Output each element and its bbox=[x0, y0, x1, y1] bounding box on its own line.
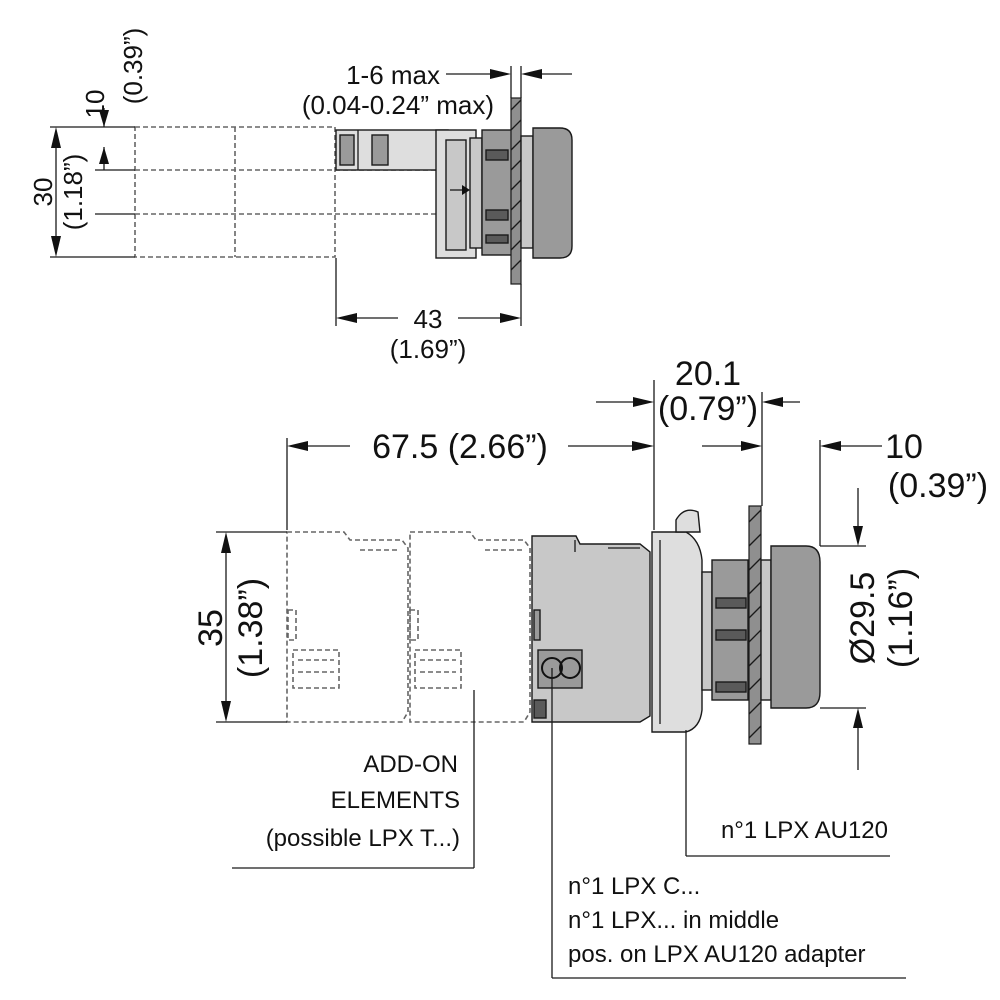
side-view: 67.5 (2.66”) 20.1 (0.79”) 10 (0.39”) 35 … bbox=[192, 355, 988, 979]
leader-lines bbox=[232, 668, 906, 979]
side-adapter-inch: (0.79”) bbox=[658, 390, 758, 428]
callout-addon-line-3: (possible LPX T...) bbox=[266, 825, 460, 852]
side-height-mm: 35 bbox=[192, 609, 230, 647]
callout-contact-line-3: pos. on LPX AU120 adapter bbox=[568, 941, 866, 968]
side-view-dim-adapter bbox=[596, 392, 800, 506]
side-view-panel bbox=[748, 505, 762, 745]
side-total-length: 67.5 (2.66”) bbox=[372, 428, 548, 466]
side-view-button-head bbox=[760, 545, 821, 709]
side-view-addon-1 bbox=[286, 531, 409, 723]
side-view-dim-head-depth bbox=[702, 440, 882, 546]
side-height-inch: (1.38”) bbox=[232, 578, 270, 678]
top-view-dim-height bbox=[50, 126, 135, 258]
side-adapter-mm: 20.1 bbox=[675, 355, 741, 393]
top-depth-inch: (1.69”) bbox=[390, 334, 467, 364]
side-diameter-inch: (1.16”) bbox=[882, 568, 920, 668]
top-pitch-mm: 10 bbox=[80, 90, 110, 119]
callout-addon-line-1: ADD-ON bbox=[363, 751, 458, 778]
top-view-contact-body bbox=[335, 129, 477, 259]
top-view-button-head bbox=[520, 127, 573, 259]
side-head-depth-mm: 10 bbox=[885, 428, 923, 466]
callout-adapter: n°1 LPX AU120 bbox=[721, 817, 888, 844]
top-panel-thickness-mm: 1-6 max bbox=[346, 60, 440, 90]
side-view-bush bbox=[701, 559, 749, 701]
top-view-dim-panel-thickness bbox=[446, 66, 572, 98]
callout-contact-line-1: n°1 LPX C... bbox=[568, 873, 700, 900]
top-view-dim-pitch bbox=[95, 108, 135, 215]
side-view-dim-total-length bbox=[286, 380, 655, 530]
side-head-depth-inch: (0.39”) bbox=[888, 467, 988, 505]
top-view: 1-6 max (0.04-0.24” max) 10 (0.39”) 30 (… bbox=[28, 28, 573, 364]
side-diameter-mm: Ø29.5 bbox=[844, 572, 882, 665]
top-view-panel bbox=[510, 97, 522, 285]
top-view-adapter bbox=[469, 129, 513, 256]
callout-contact-line-2: n°1 LPX... in middle bbox=[568, 907, 779, 934]
top-depth-mm: 43 bbox=[414, 304, 443, 334]
side-view-dim-diameter bbox=[820, 488, 866, 770]
side-view-addon-2 bbox=[409, 531, 531, 723]
top-pitch-inch: (0.39”) bbox=[118, 28, 148, 105]
top-height-mm: 30 bbox=[28, 178, 58, 207]
side-view-contact-block bbox=[531, 535, 651, 723]
top-view-dim-depth bbox=[335, 258, 522, 326]
side-view-dim-height bbox=[216, 531, 287, 723]
top-height-inch: (1.18”) bbox=[58, 154, 88, 231]
side-view-adapter bbox=[651, 509, 703, 733]
top-panel-thickness-inch: (0.04-0.24” max) bbox=[302, 90, 494, 120]
callout-addon-line-2: ELEMENTS bbox=[331, 787, 460, 814]
